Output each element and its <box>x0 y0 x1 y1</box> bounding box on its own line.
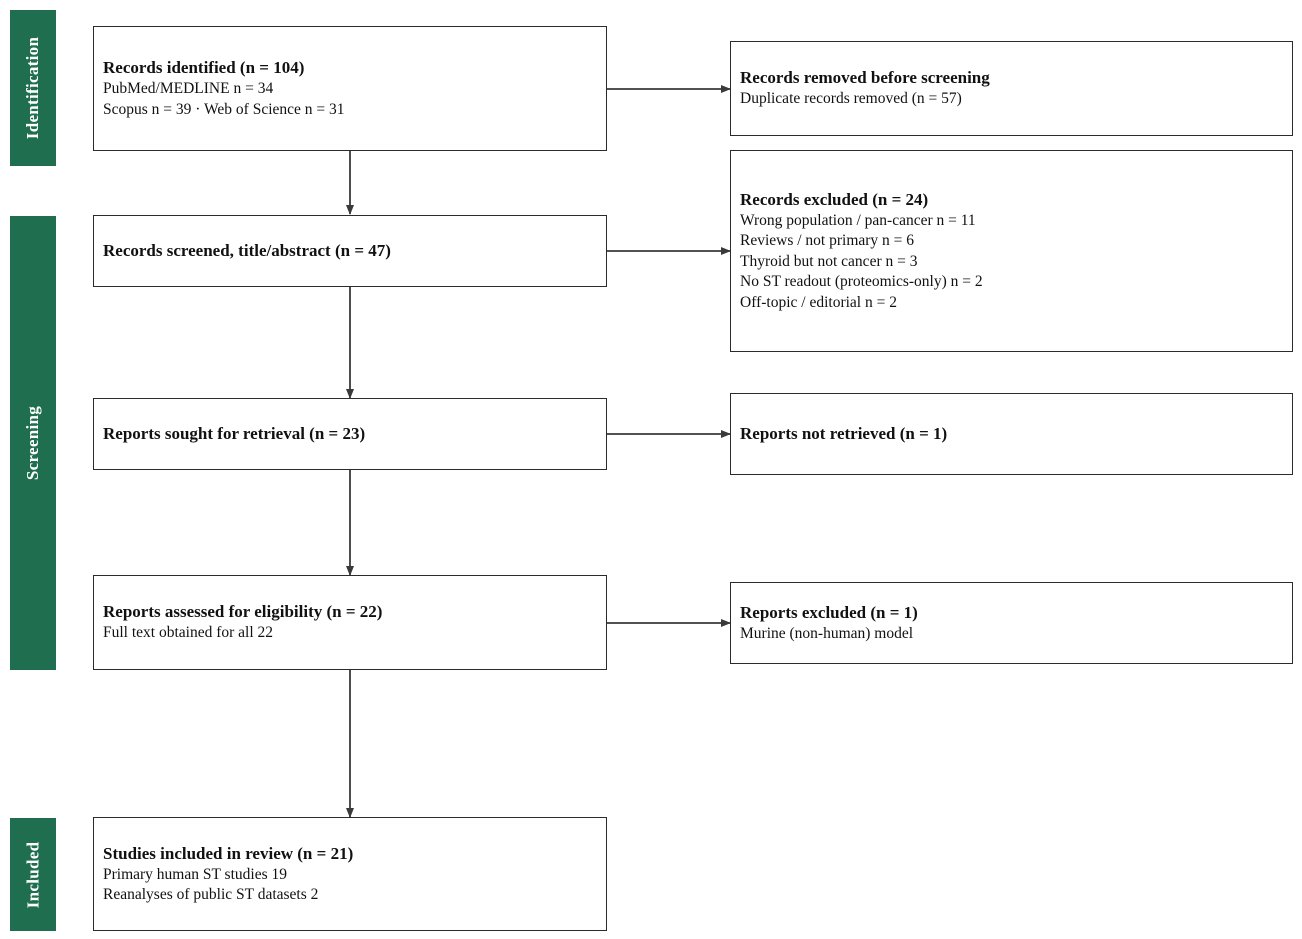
records-identified-title: Records identified (n = 104) <box>103 58 305 77</box>
box-reports-sought: Reports sought for retrieval (n = 23) <box>93 398 607 470</box>
records-excluded-title: Records excluded (n = 24) <box>740 189 929 209</box>
reports-excluded-title: Reports excluded (n = 1) <box>740 602 918 622</box>
phase-included: Included <box>10 818 56 931</box>
box-records-screened: Records screened, title/abstract (n = 47… <box>93 215 607 287</box>
reports-assessed-line-1: Full text obtained for all 22 <box>103 624 274 642</box>
box-records-excluded: Records excluded (n = 24) Wrong populati… <box>730 150 1293 352</box>
records-excluded-line-4: No ST readout (proteomics-only) n = 2 <box>740 273 983 291</box>
box-reports-excluded: Reports excluded (n = 1) Murine (non-hum… <box>730 582 1293 664</box>
reports-sought-title: Reports sought for retrieval (n = 23) <box>103 424 366 443</box>
records-excluded-line-2: Reviews / not primary n = 6 <box>740 232 915 250</box>
box-records-identified: Records identified (n = 104) PubMed/MEDL… <box>93 26 607 151</box>
records-identified-line-2: Scopus n = 39 · Web of Science n = 31 <box>103 100 345 118</box>
records-identified-line-1: PubMed/MEDLINE n = 34 <box>103 80 274 97</box>
box-reports-not-retrieved: Reports not retrieved (n = 1) <box>730 393 1293 475</box>
box-removed-before-screening: Records removed before screening Duplica… <box>730 41 1293 136</box>
records-excluded-line-3: Thyroid but not cancer n = 3 <box>740 252 918 270</box>
phase-identification: Identification <box>10 10 56 166</box>
reports-not-retrieved-title: Reports not retrieved (n = 1) <box>740 424 948 443</box>
studies-included-line-2: Reanalyses of public ST datasets 2 <box>103 886 319 903</box>
box-reports-assessed: Reports assessed for eligibility (n = 22… <box>93 575 607 670</box>
reports-assessed-title: Reports assessed for eligibility (n = 22… <box>103 602 383 622</box>
records-excluded-line-1: Wrong population / pan-cancer n = 11 <box>740 211 976 229</box>
records-screened-title: Records screened, title/abstract (n = 47… <box>103 241 391 260</box>
phase-screening: Screening <box>10 216 56 670</box>
removed-before-screening-line-1: Duplicate records removed (n = 57) <box>740 90 962 108</box>
removed-before-screening-title: Records removed before screening <box>740 68 990 88</box>
box-studies-included: Studies included in review (n = 21) Prim… <box>93 817 607 931</box>
studies-included-title: Studies included in review (n = 21) <box>103 843 354 863</box>
records-excluded-line-5: Off-topic / editorial n = 2 <box>740 293 897 311</box>
studies-included-line-1: Primary human ST studies 19 <box>103 865 287 883</box>
reports-excluded-line-1: Murine (non-human) model <box>740 624 914 642</box>
